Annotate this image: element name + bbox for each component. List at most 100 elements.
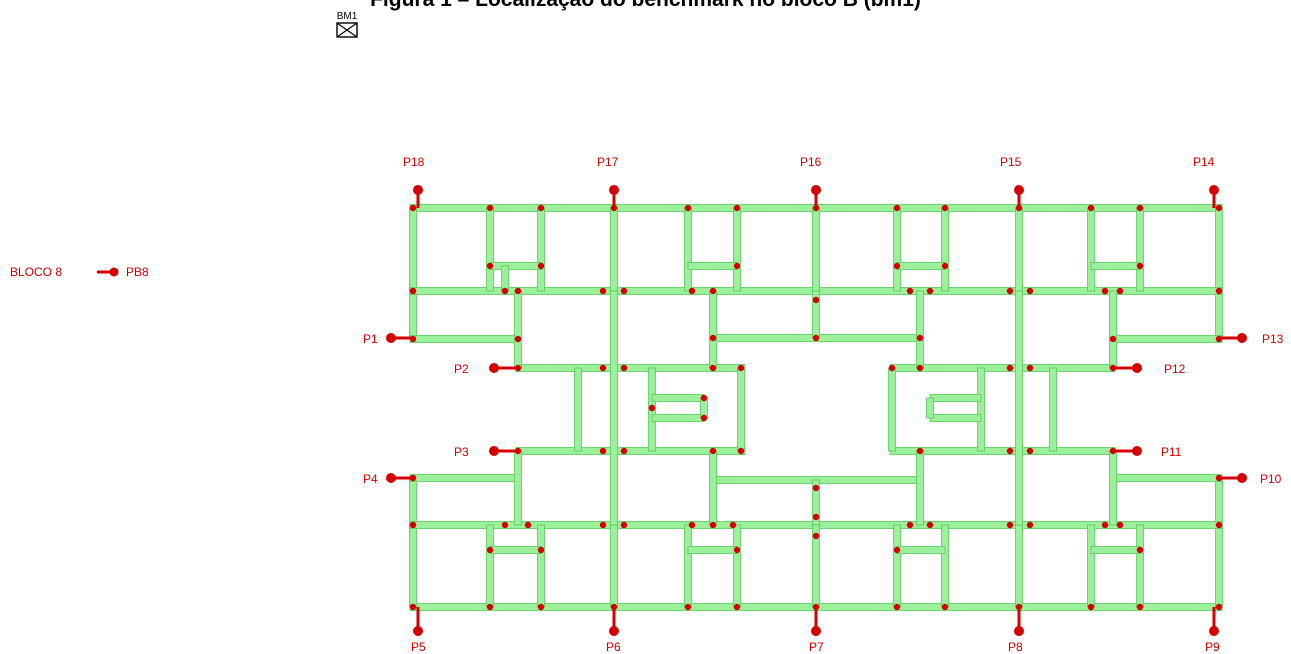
- survey-point-icon: [386, 473, 396, 483]
- junction-marker: [599, 521, 607, 529]
- wall: [709, 290, 717, 369]
- survey-point-label: P9: [1205, 640, 1220, 654]
- junction-marker: [409, 204, 417, 212]
- block-marker: BLOCO 8 PB8: [10, 265, 149, 279]
- junction-marker: [1109, 335, 1117, 343]
- junction-marker: [501, 287, 509, 295]
- junction-marker: [537, 204, 545, 212]
- junction-marker: [486, 262, 494, 270]
- junction-marker: [409, 521, 417, 529]
- survey-point-label: P7: [809, 640, 824, 654]
- wall: [916, 290, 924, 369]
- wall: [687, 546, 738, 554]
- junction-marker: [1087, 204, 1095, 212]
- wall: [1109, 450, 1117, 526]
- junction-marker: [537, 262, 545, 270]
- survey-point: P16: [800, 155, 822, 208]
- junction-marker: [941, 262, 949, 270]
- wall: [514, 290, 522, 369]
- survey-point: P11: [1113, 445, 1182, 459]
- wall: [610, 290, 618, 526]
- junction-marker: [409, 603, 417, 611]
- wall: [812, 207, 820, 292]
- junction-marker: [893, 603, 901, 611]
- junction-marker: [893, 546, 901, 554]
- wall: [486, 207, 494, 292]
- junction-marker: [709, 287, 717, 295]
- junction-marker: [486, 204, 494, 212]
- junction-marker: [1136, 204, 1144, 212]
- survey-point-label: P4: [363, 472, 378, 486]
- junction-marker: [926, 287, 934, 295]
- survey-point-icon: [1132, 446, 1142, 456]
- junction-marker: [1136, 262, 1144, 270]
- junction-marker: [1215, 287, 1223, 295]
- junction-marker: [1006, 521, 1014, 529]
- wall: [486, 524, 494, 608]
- survey-point-icon: [489, 446, 499, 456]
- survey-point-icon: [1237, 473, 1247, 483]
- survey-point-label: P8: [1008, 640, 1023, 654]
- survey-point: P14: [1193, 155, 1219, 208]
- wall: [1215, 207, 1223, 340]
- junction-marker: [737, 364, 745, 372]
- junction-marker: [684, 204, 692, 212]
- wall: [1136, 524, 1144, 608]
- figure-title: Figura 1 – Localização do benchmark no b…: [0, 0, 1291, 12]
- junction-marker: [537, 603, 545, 611]
- junction-marker: [906, 521, 914, 529]
- survey-point: P10: [1219, 472, 1282, 486]
- junction-marker: [1006, 447, 1014, 455]
- junction-marker: [737, 447, 745, 455]
- wall: [1090, 546, 1141, 554]
- junction-marker: [1087, 603, 1095, 611]
- junction-marker: [1136, 603, 1144, 611]
- junction-marker: [916, 334, 924, 342]
- wall: [737, 367, 745, 452]
- survey-point: P15: [1000, 155, 1024, 208]
- survey-point: P4: [363, 472, 413, 486]
- junction-marker: [501, 521, 509, 529]
- junction-marker: [1101, 521, 1109, 529]
- junction-marker: [700, 414, 708, 422]
- wall: [896, 262, 946, 270]
- survey-point: P8: [1008, 607, 1024, 654]
- wall: [1015, 524, 1023, 608]
- survey-point-label: P2: [454, 362, 469, 376]
- junction-marker: [684, 603, 692, 611]
- benchmark-icon: [336, 22, 358, 38]
- junction-marker: [620, 287, 628, 295]
- wall: [684, 524, 692, 608]
- survey-point: P18: [403, 155, 425, 208]
- junction-marker: [941, 603, 949, 611]
- survey-point: P6: [606, 607, 621, 654]
- survey-point: P5: [411, 607, 426, 654]
- survey-point-icon: [609, 185, 619, 195]
- junction-marker: [1116, 287, 1124, 295]
- survey-point-label: P15: [1000, 155, 1022, 169]
- junction-marker: [688, 521, 696, 529]
- survey-point-label: P17: [597, 155, 619, 169]
- junction-marker: [941, 204, 949, 212]
- wall: [929, 394, 982, 402]
- wall: [684, 207, 692, 292]
- survey-point-icon: [1014, 185, 1024, 195]
- junction-marker: [599, 364, 607, 372]
- wall: [929, 414, 982, 422]
- junction-marker: [486, 546, 494, 554]
- junction-marker: [1215, 603, 1223, 611]
- junction-marker: [709, 447, 717, 455]
- junction-marker: [729, 521, 737, 529]
- junction-marker: [812, 484, 820, 492]
- junction-marker: [1026, 447, 1034, 455]
- junction-marker: [409, 287, 417, 295]
- survey-point: P17: [597, 155, 619, 208]
- junction-marker: [599, 447, 607, 455]
- wall: [733, 524, 741, 608]
- block-point-label: PB8: [126, 265, 149, 279]
- wall: [1090, 262, 1141, 270]
- wall: [651, 394, 705, 402]
- wall: [893, 207, 901, 292]
- wall: [514, 450, 522, 526]
